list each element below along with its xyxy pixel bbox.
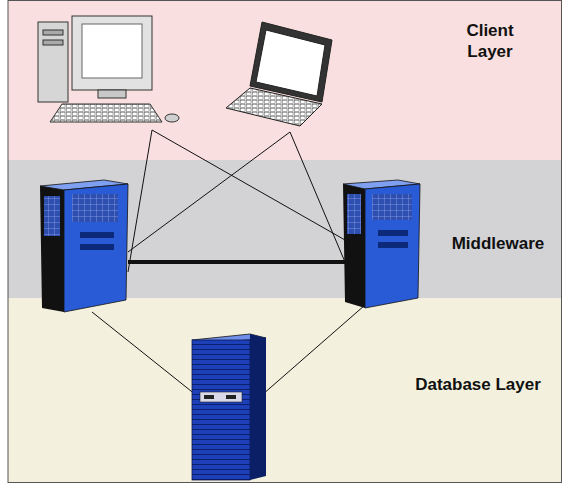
desktop-computer — [38, 16, 179, 122]
frame — [8, 1, 562, 483]
server-tower — [40, 180, 128, 312]
layer-band: Client Layer — [8, 0, 562, 160]
layer-band: Database Layer — [8, 298, 562, 483]
layer-label: Client Layer — [442, 20, 538, 62]
layer-label: Middleware — [452, 233, 545, 254]
band-fill — [8, 298, 562, 483]
server-tower — [343, 180, 420, 308]
layer-label: Database Layer — [415, 374, 541, 395]
database-server — [192, 334, 266, 480]
layer-band: Middleware — [8, 160, 562, 298]
server-link — [128, 260, 345, 264]
laptop-computer — [226, 22, 332, 126]
